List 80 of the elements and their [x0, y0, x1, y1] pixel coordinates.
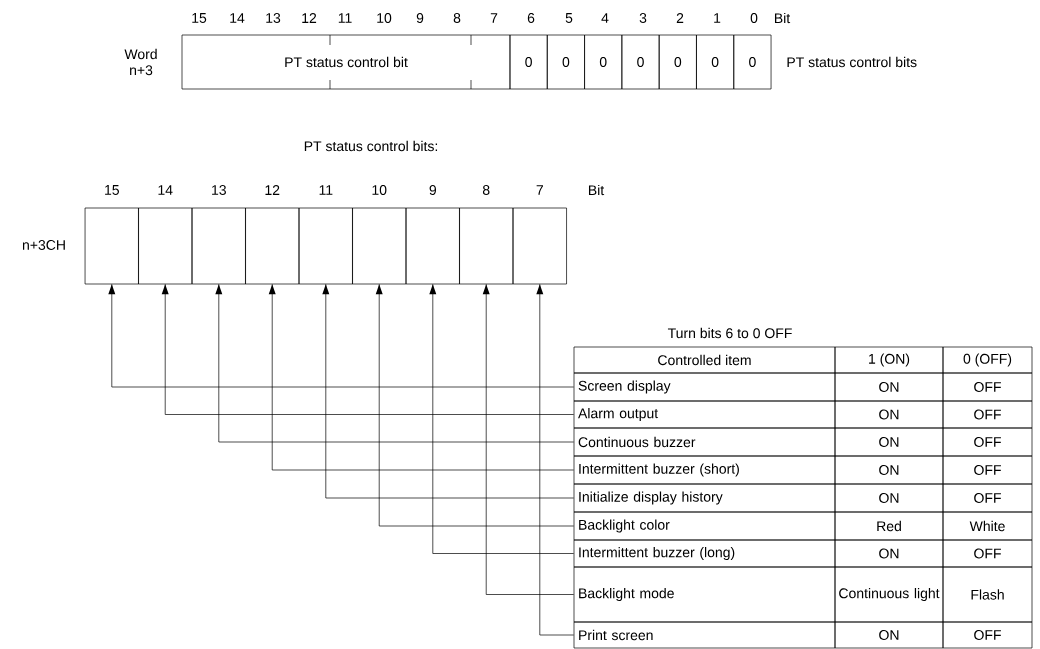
register-cell: 0 [621, 34, 660, 90]
table-title: Turn bits 6 to 0 OFF [667, 327, 792, 339]
word-label: Word n+3 [124, 48, 157, 76]
bit-number: 9 [429, 185, 437, 195]
register-cell [405, 207, 460, 285]
bit-label: Bit [775, 12, 791, 24]
table-cell: OFF [942, 539, 1033, 568]
register-field: PT status control bit [181, 34, 511, 90]
table-cell: Continuous buzzer [573, 427, 836, 457]
bit-number: 15 [105, 185, 119, 195]
table-cell: OFF [942, 372, 1033, 402]
table-cell: ON [834, 427, 944, 457]
register-cell: 0 [696, 34, 735, 90]
arrow [482, 284, 574, 595]
bit-number: 7 [536, 185, 543, 195]
bit-number: 12 [265, 185, 280, 195]
bit-number: 14 [158, 185, 173, 195]
arrow [215, 284, 574, 443]
table-cell: Screen display [573, 372, 836, 402]
bit-number: 13 [212, 185, 226, 195]
table-cell: Backlight color [573, 511, 836, 541]
table-cell: Continuous light [834, 566, 944, 623]
table-cell: ON [834, 400, 944, 429]
table-cell: 1 (ON) [834, 346, 944, 374]
register-cell [352, 207, 407, 285]
register-cell [84, 207, 139, 285]
table-cell: 0 (OFF) [942, 346, 1033, 374]
register-label: n+3CH [22, 240, 65, 250]
table-cell: ON [834, 455, 944, 485]
arrow [429, 284, 574, 554]
table-cell: ON [834, 483, 944, 513]
table-cell: OFF [942, 400, 1033, 429]
bit-number: 10 [372, 185, 387, 195]
table-cell: Intermittent buzzer (long) [573, 539, 836, 568]
table-cell: White [942, 511, 1033, 541]
register-caption: PT status control bits [787, 56, 917, 68]
bit-label: Bit [589, 184, 605, 196]
bit-number: 0 [750, 13, 758, 23]
bit-number: 7 [490, 13, 498, 23]
bit-number: 3 [639, 13, 647, 23]
arrow [375, 284, 574, 527]
register-cell: 0 [546, 34, 585, 90]
register-cell [138, 207, 193, 285]
table-cell: Intermittent buzzer (short) [573, 455, 836, 485]
register-cell: 0 [733, 34, 772, 90]
table-cell: Print screen [573, 621, 836, 649]
bit-number: 8 [482, 185, 490, 195]
table-cell: OFF [942, 483, 1033, 513]
table-cell: OFF [942, 427, 1033, 457]
register-cell: 0 [509, 34, 548, 90]
register-cell [245, 207, 300, 285]
register-cell [191, 207, 246, 285]
table-cell: OFF [942, 455, 1033, 485]
section-heading: PT status control bits: [304, 140, 438, 152]
table-cell: ON [834, 372, 944, 402]
table-cell: OFF [942, 621, 1033, 649]
register-cell [298, 207, 353, 285]
arrow [161, 284, 574, 415]
register-cell [459, 207, 514, 285]
register-cell [512, 207, 567, 285]
bit-number: 1 [714, 13, 721, 23]
register-cell: 0 [658, 34, 697, 90]
bit-number: 6 [527, 13, 535, 23]
arrow [536, 284, 574, 636]
arrow [268, 284, 574, 471]
arrow [322, 284, 574, 499]
bit-number: 5 [565, 13, 573, 23]
table-cell: Flash [942, 566, 1033, 623]
table-cell: Red [834, 511, 944, 541]
table-cell: Alarm output [573, 400, 836, 429]
table-cell: ON [834, 539, 944, 568]
bit-number: 2 [676, 13, 684, 23]
register-cell: 0 [584, 34, 623, 90]
arrow [108, 284, 574, 388]
table-cell: Backlight mode [573, 566, 836, 623]
table-cell: ON [834, 621, 944, 649]
bit-number: 11 [319, 185, 333, 195]
table-cell: Initialize display history [573, 483, 836, 513]
bit-number: 4 [601, 13, 609, 23]
table-cell: Controlled item [573, 346, 836, 374]
